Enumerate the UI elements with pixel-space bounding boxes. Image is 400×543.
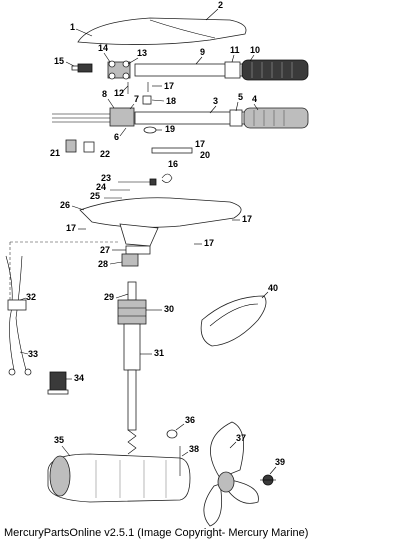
callout-34: 34 [74, 373, 84, 383]
circuit-breaker [47, 371, 69, 395]
callout-17d: 17 [66, 223, 76, 233]
copyright-caption: MercuryPartsOnline v2.5.1 (Image Copyrig… [4, 527, 309, 539]
callout-32: 32 [26, 292, 36, 302]
steering-collar [121, 245, 151, 267]
callout-25: 25 [90, 191, 100, 201]
callout-3: 3 [213, 96, 218, 106]
callout-37: 37 [236, 433, 246, 443]
callout-29: 29 [104, 292, 114, 302]
callout-11: 11 [230, 45, 240, 55]
callout-12: 12 [114, 88, 124, 98]
propeller [203, 421, 259, 527]
callout-2: 2 [218, 0, 223, 10]
callout-20: 20 [200, 150, 210, 160]
motor-housing [47, 453, 191, 503]
prop-pin [166, 429, 181, 476]
callout-27: 27 [100, 245, 110, 255]
lower-switch-block [52, 107, 135, 127]
callout-21: 21 [50, 148, 60, 158]
callout-39: 39 [275, 457, 285, 467]
callout-8: 8 [102, 89, 107, 99]
bushing [142, 95, 152, 105]
upper-tiller-handle [134, 59, 309, 81]
callout-7: 7 [134, 94, 139, 104]
prop-nut [260, 474, 276, 486]
connector-plug [71, 63, 93, 73]
callout-33: 33 [28, 349, 38, 359]
bolt-set [104, 178, 157, 199]
lower-tiller-handle [134, 107, 309, 129]
top-cover [77, 17, 247, 45]
shaft-assembly [117, 281, 147, 455]
callout-1: 1 [70, 22, 75, 32]
upper-switch-block [107, 60, 131, 80]
callout-22: 22 [100, 149, 110, 159]
callout-17b: 17 [195, 139, 205, 149]
callout-24: 24 [96, 182, 106, 192]
spring-hook [161, 173, 173, 183]
small-clips [65, 139, 95, 153]
callout-38: 38 [189, 444, 199, 454]
callout-15: 15 [54, 56, 64, 66]
callout-28: 28 [98, 259, 108, 269]
callout-4: 4 [252, 94, 257, 104]
callout-labels: 1 2 3 4 5 6 7 8 9 10 11 12 13 14 15 16 1… [19, 0, 285, 475]
callout-31: 31 [154, 348, 164, 358]
callout-18: 18 [166, 96, 176, 106]
callout-17e: 17 [204, 238, 214, 248]
callout-14: 14 [98, 43, 108, 53]
callout-13: 13 [137, 48, 147, 58]
callout-16: 16 [168, 159, 178, 169]
mounting-bracket [200, 295, 267, 347]
callout-35: 35 [54, 435, 64, 445]
callout-40: 40 [268, 283, 278, 293]
callout-6: 6 [114, 132, 119, 142]
callout-9: 9 [200, 47, 205, 57]
callout-19: 19 [165, 124, 175, 134]
lower-cowl [79, 197, 242, 247]
callout-36: 36 [185, 415, 195, 425]
callout-23: 23 [101, 173, 111, 183]
callout-5: 5 [238, 92, 243, 102]
callout-17: 17 [164, 81, 174, 91]
callout-26: 26 [60, 200, 70, 210]
battery-leads [5, 255, 32, 376]
callout-30: 30 [164, 304, 174, 314]
callout-10: 10 [250, 45, 260, 55]
washer-and-pin [143, 126, 193, 154]
callout-17c: 17 [242, 214, 252, 224]
